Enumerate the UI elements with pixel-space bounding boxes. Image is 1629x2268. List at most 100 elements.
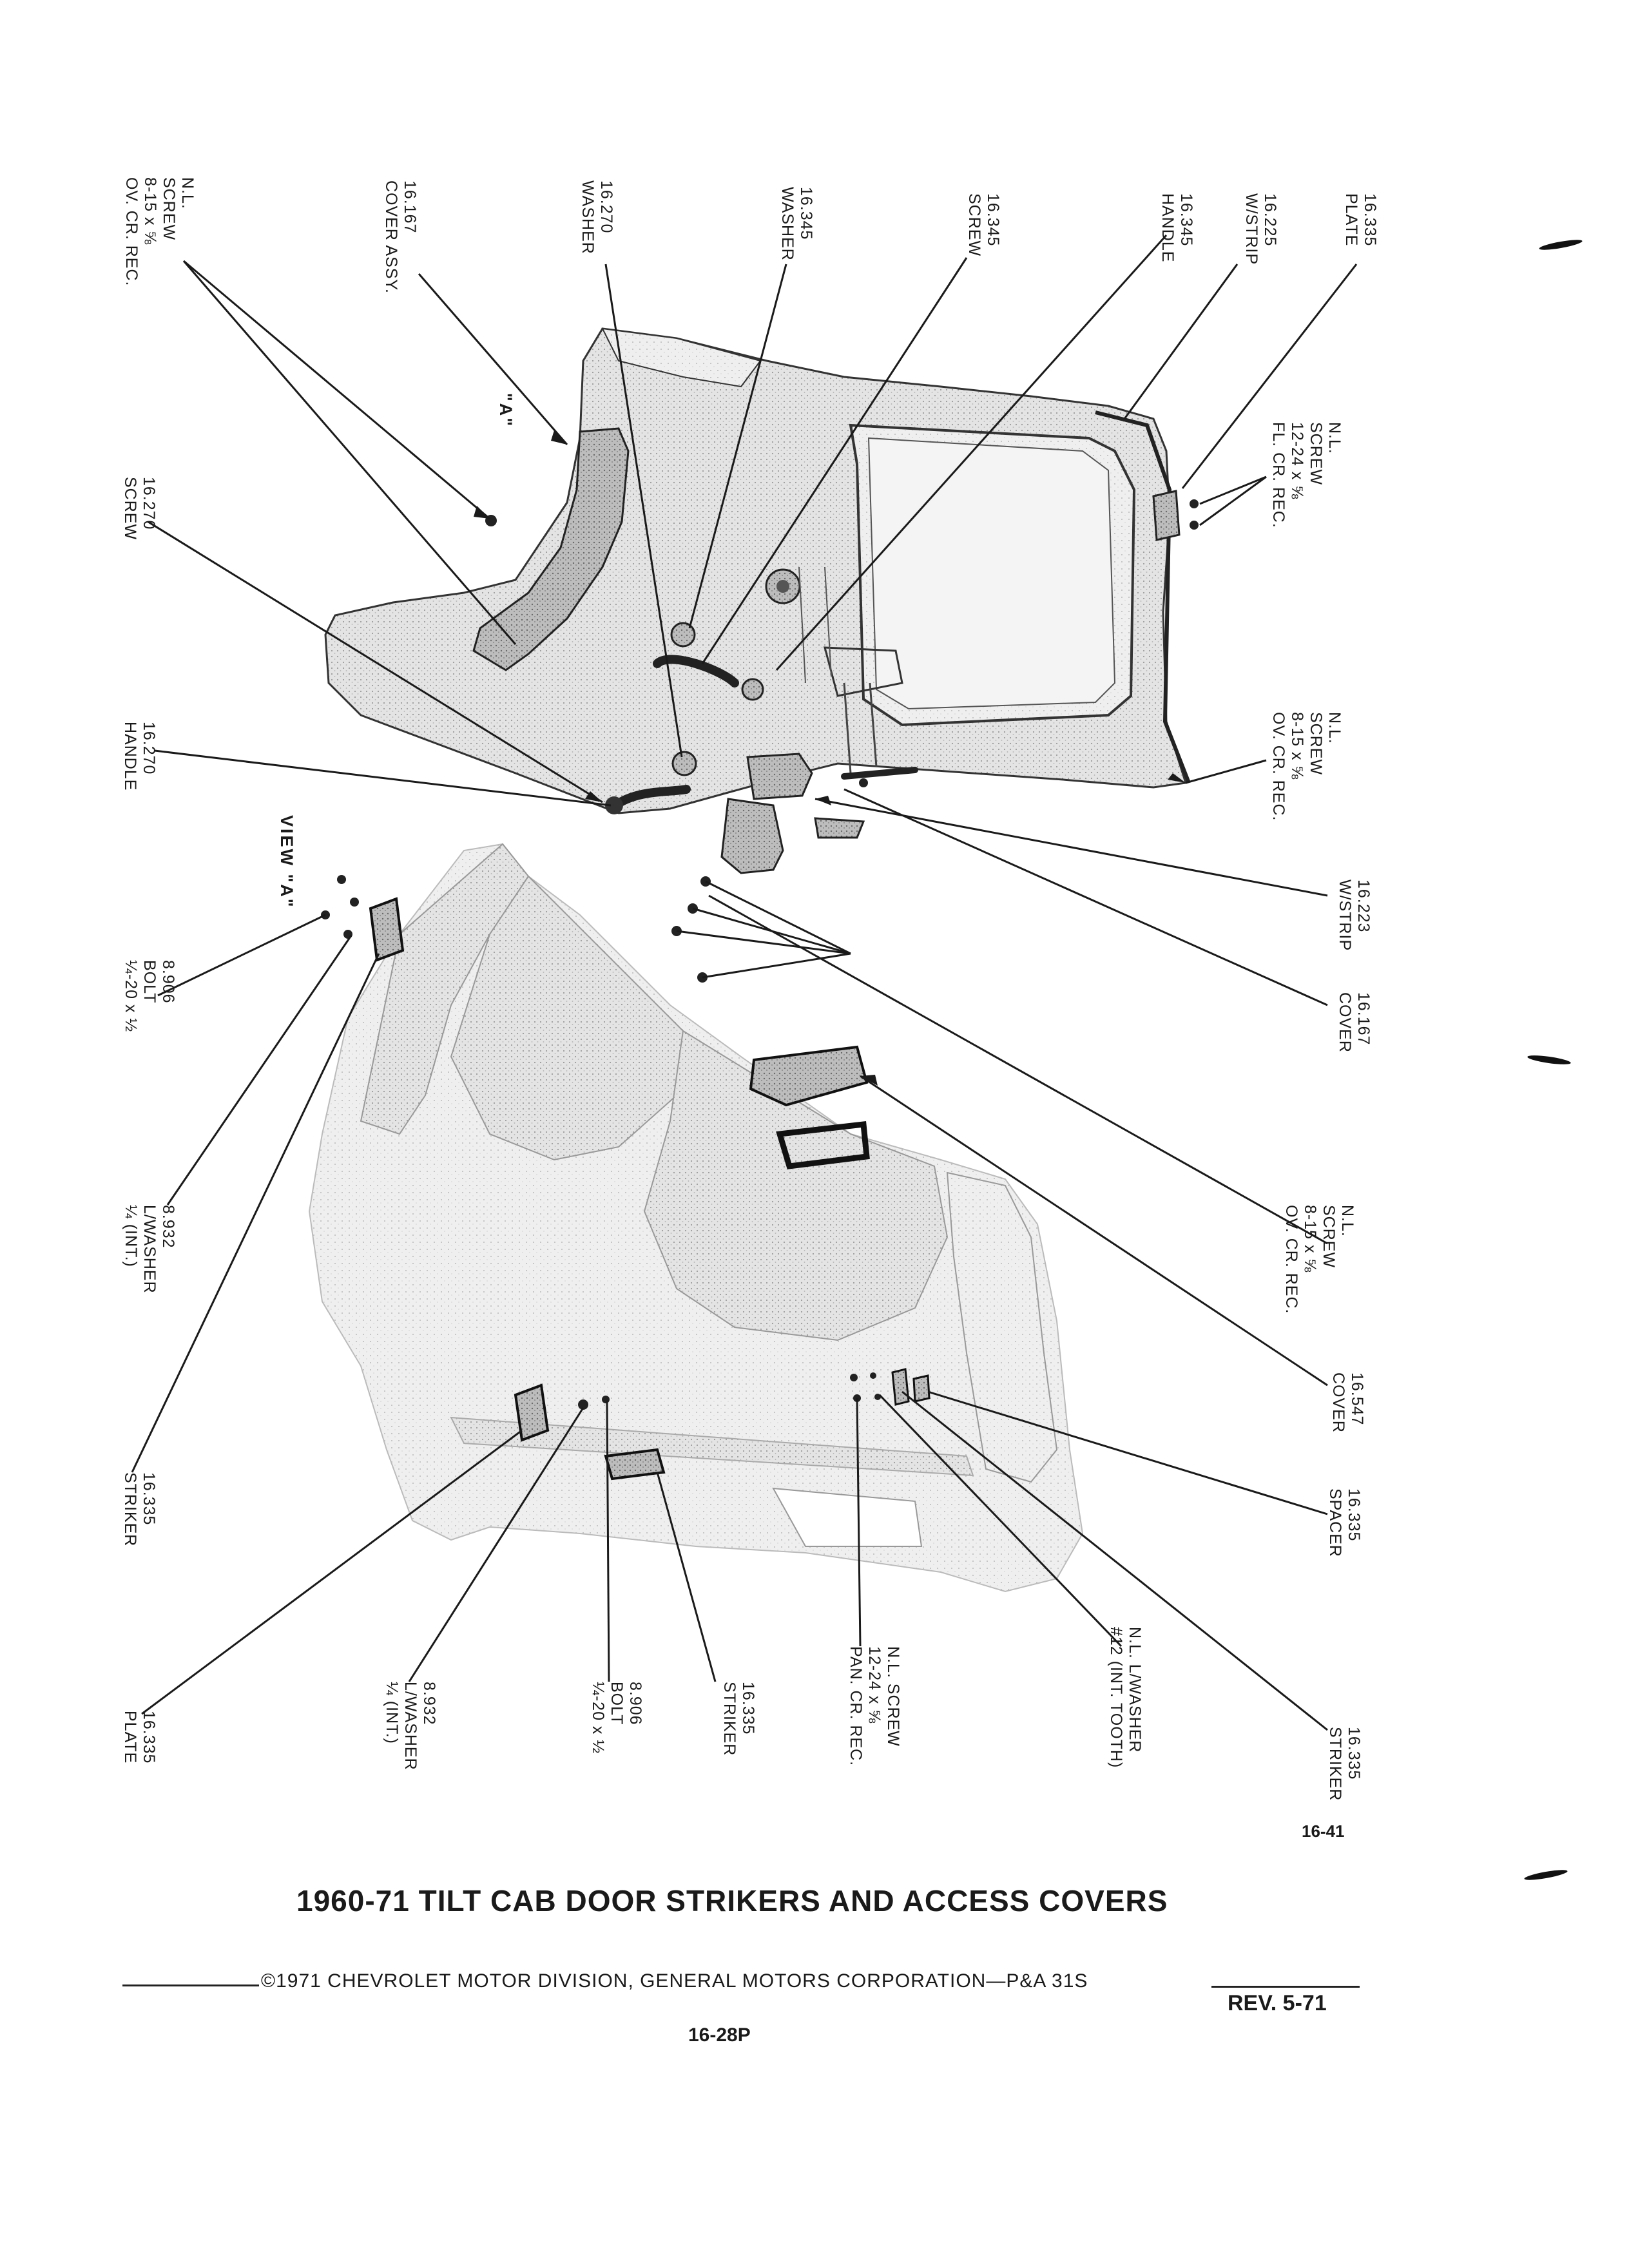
- label-16167-cover: 16.167 COVER: [1335, 992, 1373, 1053]
- page-number: 16-28P: [688, 2024, 751, 2046]
- label-text: #12 (INT. TOOTH): [1107, 1627, 1125, 1769]
- label-16345-washer: 16.345 WASHER: [778, 187, 815, 261]
- label-text: STRIKER: [720, 1682, 738, 1756]
- copyright-text: ©1971 CHEVROLET MOTOR DIVISION, GENERAL …: [261, 1970, 1088, 1992]
- label-text: 16.167: [401, 180, 419, 234]
- label-text: 16.270: [597, 180, 615, 234]
- label-text: PAN. CR. REC.: [847, 1646, 865, 1767]
- divider: [1211, 1986, 1360, 1988]
- label-text: SCREW: [160, 177, 178, 241]
- label-16270-washer: 16.270 WASHER: [578, 180, 615, 255]
- door-assembly: [324, 327, 1199, 983]
- label-text: 8.906: [626, 1682, 644, 1725]
- label-8906-bolt-lower: 8.906 BOLT ¼-20 x ½: [588, 1682, 644, 1754]
- label-text: W/STRIP: [1336, 879, 1354, 952]
- label-text: 16.547: [1348, 1372, 1366, 1426]
- label-text: 16.335: [1345, 1488, 1363, 1542]
- label-nl-screw-8-15-top: N.L. SCREW 8-15 x ⅝ OV. CR. REC.: [122, 177, 197, 286]
- label-text: 8.932: [159, 1205, 177, 1249]
- label-text: 16.335: [1345, 1727, 1363, 1780]
- figure-number: 16-41: [1302, 1821, 1345, 1841]
- label-16547-cover: 16.547 COVER: [1329, 1372, 1366, 1433]
- divider: [122, 1984, 259, 1986]
- label-text: 16.345: [984, 193, 1002, 247]
- label-16335-striker-right: 16.335 STRIKER: [1325, 1727, 1363, 1801]
- label-text: PLATE: [121, 1711, 139, 1764]
- label-text: 16.335: [739, 1682, 757, 1735]
- label-text: FL. CR. REC.: [1269, 422, 1287, 528]
- label-text: ¼-20 x ½: [122, 960, 140, 1033]
- label-8932-lwasher-lower: 8.932 L/WASHER ¼ (INT.): [382, 1682, 438, 1771]
- label-text: 8-15 x ⅝: [1301, 1205, 1319, 1273]
- label-text: HANDLE: [1159, 193, 1177, 263]
- label-16167-cover-assy: 16.167 COVER ASSY.: [381, 180, 419, 294]
- label-text: 16.270: [140, 722, 158, 775]
- label-text: N.L. L/WASHER: [1126, 1627, 1144, 1753]
- label-text: ¼ (INT.): [122, 1205, 140, 1267]
- label-text: 16.223: [1354, 879, 1373, 933]
- label-8932-lwasher-view-a: 8.932 L/WASHER ¼ (INT.): [121, 1205, 177, 1294]
- label-text: N.L.: [1325, 422, 1344, 454]
- label-text: 16.335: [1361, 193, 1379, 247]
- label-text: W/STRIP: [1242, 193, 1260, 265]
- label-text: COVER: [1336, 992, 1354, 1053]
- label-text: N.L.: [1325, 712, 1344, 744]
- label-16345-screw: 16.345 SCREW: [965, 193, 1002, 256]
- label-text: PLATE: [1342, 193, 1360, 247]
- label-text: 16.335: [140, 1711, 158, 1764]
- label-text: BOLT: [608, 1682, 626, 1725]
- label-text: SCREW: [1307, 422, 1325, 486]
- label-nl-lwasher-12: N.L. L/WASHER #12 (INT. TOOTH): [1106, 1627, 1144, 1768]
- label-text: 16.167: [1354, 992, 1373, 1046]
- label-text: WASHER: [579, 180, 597, 255]
- label-text: ¼-20 x ½: [589, 1682, 607, 1754]
- label-16335-plate-door: 16.335 PLATE: [1342, 193, 1379, 246]
- label-text: 8-15 x ⅝: [141, 177, 159, 245]
- detail-a-marker: "A": [496, 393, 516, 428]
- label-text: HANDLE: [121, 722, 139, 791]
- label-text: WASHER: [778, 187, 796, 261]
- label-text: N.L.: [1338, 1205, 1356, 1237]
- label-16335-striker-view-a: 16.335 STRIKER: [120, 1472, 158, 1546]
- label-16270-handle: 16.270 HANDLE: [120, 722, 158, 791]
- label-text: 16.335: [140, 1472, 158, 1526]
- label-text: 12-24 x ⅝: [865, 1646, 883, 1724]
- label-8906-bolt-view-a: 8.906 BOLT ¼-20 x ½: [121, 960, 177, 1032]
- label-text: COVER ASSY.: [382, 180, 400, 294]
- label-text: BOLT: [140, 960, 159, 1004]
- label-text: 16.225: [1261, 193, 1279, 247]
- label-text: 16.345: [797, 187, 815, 240]
- label-text: SCREW: [121, 477, 139, 541]
- label-text: 8-15 x ⅝: [1288, 712, 1306, 780]
- label-nl-screw-8-15-mid: N.L. SCREW 8-15 x ⅝ OV. CR. REC.: [1269, 712, 1344, 821]
- label-nl-screw-12-24-pan: N.L. SCREW 12-24 x ⅝ PAN. CR. REC.: [846, 1646, 902, 1766]
- label-text: COVER: [1329, 1372, 1347, 1433]
- label-16335-striker-center: 16.335 STRIKER: [720, 1682, 757, 1756]
- cab-body: [308, 843, 1084, 1593]
- label-text: L/WASHER: [140, 1205, 159, 1294]
- leader-lines: [131, 234, 1358, 1731]
- label-text: N.L. SCREW: [884, 1646, 902, 1747]
- label-text: 8.906: [159, 960, 177, 1004]
- label-nl-screw-12-24-fl: N.L. SCREW 12-24 x ⅝ FL. CR. REC.: [1269, 422, 1344, 528]
- label-16225-wstrip: 16.225 W/STRIP: [1242, 193, 1279, 265]
- label-text: 16.345: [1177, 193, 1195, 247]
- label-text: 12-24 x ⅝: [1288, 422, 1306, 500]
- label-16335-plate-lower: 16.335 PLATE: [120, 1711, 158, 1763]
- label-text: SPACER: [1326, 1488, 1344, 1557]
- label-text: STRIKER: [121, 1472, 139, 1547]
- leader-arrowheads: [474, 430, 1186, 1086]
- label-16270-screw: 16.270 SCREW: [120, 477, 158, 540]
- label-text: L/WASHER: [401, 1682, 419, 1771]
- label-text: ¼ (INT.): [383, 1682, 401, 1744]
- label-text: OV. CR. REC.: [122, 177, 140, 287]
- label-text: 16.270: [140, 477, 158, 530]
- label-text: STRIKER: [1326, 1727, 1344, 1802]
- view-a-label: VIEW "A": [277, 815, 296, 909]
- label-16335-spacer: 16.335 SPACER: [1325, 1488, 1363, 1557]
- label-text: SCREW: [1307, 712, 1325, 776]
- label-text: N.L.: [178, 177, 197, 209]
- label-text: SCREW: [965, 193, 983, 257]
- copyright-row: ©1971 CHEVROLET MOTOR DIVISION, GENERAL …: [122, 1970, 1360, 1996]
